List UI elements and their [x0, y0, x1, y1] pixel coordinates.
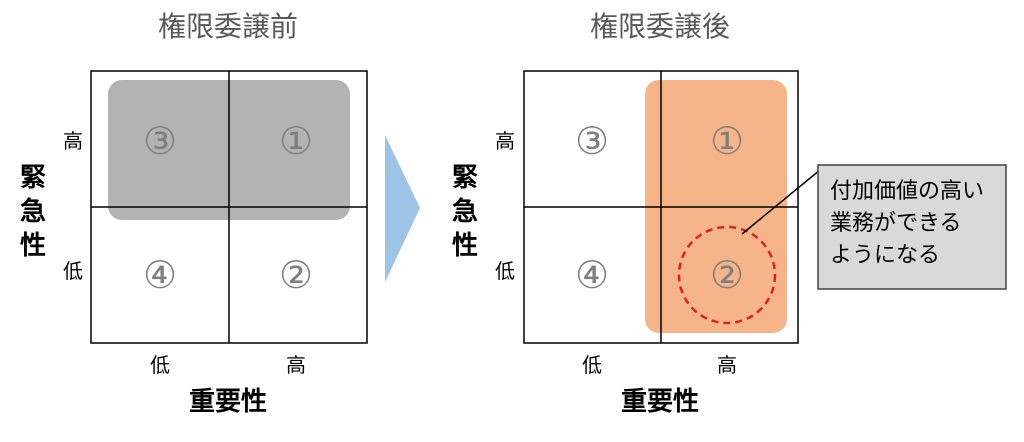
- after-quadrant-bottom-right: ②: [710, 253, 744, 297]
- callout-line-1: 付加価値の高い: [830, 179, 984, 204]
- before-y-high-label: 高: [63, 129, 83, 153]
- after-y-low-label: 低: [495, 259, 515, 283]
- y-axis-title-char: 緊: [452, 163, 478, 193]
- callout-line-3: ようになる: [830, 243, 940, 268]
- y-axis-title-char: 急: [20, 197, 46, 227]
- before-x-low-label: 低: [150, 353, 170, 377]
- after-quadrant-top-right: ①: [710, 119, 744, 163]
- callout-text: 付加価値の高い 業務ができる ようになる: [830, 179, 991, 268]
- highlight-dashed-circle: [677, 225, 777, 325]
- callout-line-2: 業務ができる: [830, 211, 962, 236]
- before-quadrant-bottom-right: ②: [279, 253, 313, 297]
- y-axis-title-char: 性: [20, 231, 46, 261]
- after-panel: 権限委譲後 ③ ① ④ ② 高 低 緊急性 低 高 重要性: [452, 10, 799, 417]
- callout-box: [817, 164, 1007, 290]
- before-title: 権限委譲前: [158, 10, 298, 43]
- before-y-low-label: 低: [63, 259, 83, 283]
- after-y-axis-title: 緊急性: [452, 163, 478, 261]
- callout-leader-line: [741, 169, 821, 235]
- y-axis-title-char: 緊: [20, 163, 46, 193]
- before-quadrant-bottom-left: ④: [143, 253, 177, 297]
- after-x-low-label: 低: [582, 353, 602, 377]
- y-axis-title-char: 急: [452, 197, 478, 227]
- callout: 付加価値の高い 業務ができる ようになる: [741, 164, 1007, 290]
- before-quadrant-top-left: ③: [143, 119, 177, 163]
- after-title: 権限委譲後: [590, 10, 730, 43]
- after-x-axis-title: 重要性: [621, 387, 699, 417]
- before-y-axis-title: 緊急性: [20, 163, 46, 261]
- before-panel: 権限委譲前 ③ ① ④ ② 高 低 緊急性 低 高 重要性: [20, 10, 368, 417]
- before-x-high-label: 高: [286, 353, 306, 377]
- y-axis-title-char: 性: [452, 231, 478, 261]
- after-quadrant-bottom-left: ④: [575, 253, 609, 297]
- transition-arrow: [385, 135, 420, 282]
- after-x-high-label: 高: [717, 353, 737, 377]
- after-y-high-label: 高: [495, 129, 515, 153]
- before-x-axis-title: 重要性: [189, 387, 267, 417]
- before-quadrant-top-right: ①: [279, 119, 313, 163]
- after-quadrant-top-left: ③: [575, 119, 609, 163]
